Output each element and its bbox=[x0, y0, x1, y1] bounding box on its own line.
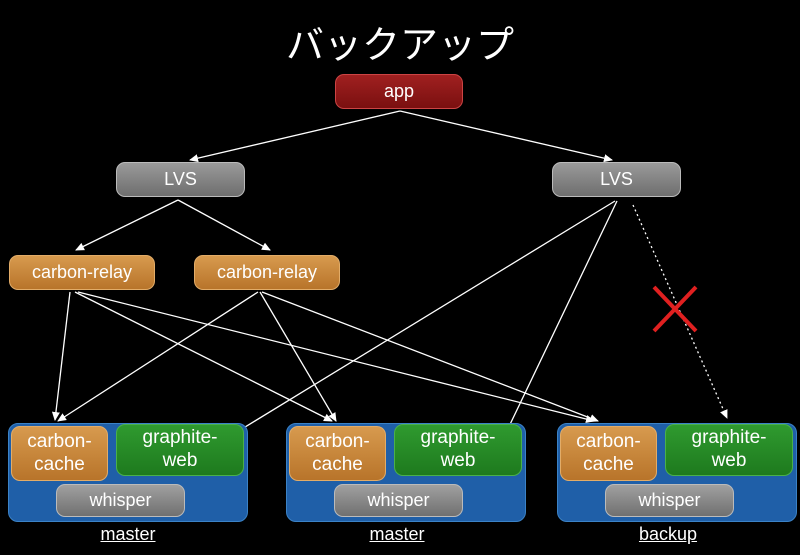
whisper-1: whisper bbox=[56, 484, 185, 517]
carbon-relay-left: carbon-relay bbox=[9, 255, 155, 290]
edge-app-lvs-right bbox=[399, 110, 613, 163]
lvs-node-right: LVS bbox=[552, 162, 681, 197]
diagram-title: バックアップ bbox=[285, 23, 514, 67]
whisper-2: whisper bbox=[334, 484, 463, 517]
carbon-cache-1: carbon- cache bbox=[11, 426, 108, 481]
edge-lvs2-web2 bbox=[503, 200, 618, 438]
server-role-2: master bbox=[369, 524, 425, 544]
cross-icon bbox=[652, 285, 698, 333]
graphite-web-3: graphite- web bbox=[665, 424, 793, 476]
edge-app-lvs-left bbox=[189, 110, 401, 163]
edge-lvs-relay-left bbox=[75, 199, 179, 251]
graphite-web-1: graphite- web bbox=[116, 424, 244, 476]
app-node: app bbox=[335, 74, 463, 109]
whisper-3: whisper bbox=[605, 484, 734, 517]
edge-relay1-cache3 bbox=[77, 291, 595, 423]
edge-lvs-relay-right bbox=[177, 199, 271, 251]
edge-relay1-cache1 bbox=[51, 291, 71, 421]
edge-lvs2-web1 bbox=[231, 200, 616, 436]
carbon-cache-2: carbon- cache bbox=[289, 426, 386, 481]
edge-relay2-cache1 bbox=[57, 291, 259, 422]
edge-relay1-cache2 bbox=[74, 291, 333, 422]
server-role-3: backup bbox=[638, 524, 698, 544]
edge-relay2-cache3 bbox=[261, 291, 599, 422]
carbon-relay-right: carbon-relay bbox=[194, 255, 340, 290]
server-role-1: master bbox=[100, 524, 156, 544]
edge-relay2-cache2 bbox=[259, 291, 337, 422]
lvs-node-left: LVS bbox=[116, 162, 245, 197]
carbon-cache-3: carbon- cache bbox=[560, 426, 657, 481]
graphite-web-2: graphite- web bbox=[394, 424, 522, 476]
